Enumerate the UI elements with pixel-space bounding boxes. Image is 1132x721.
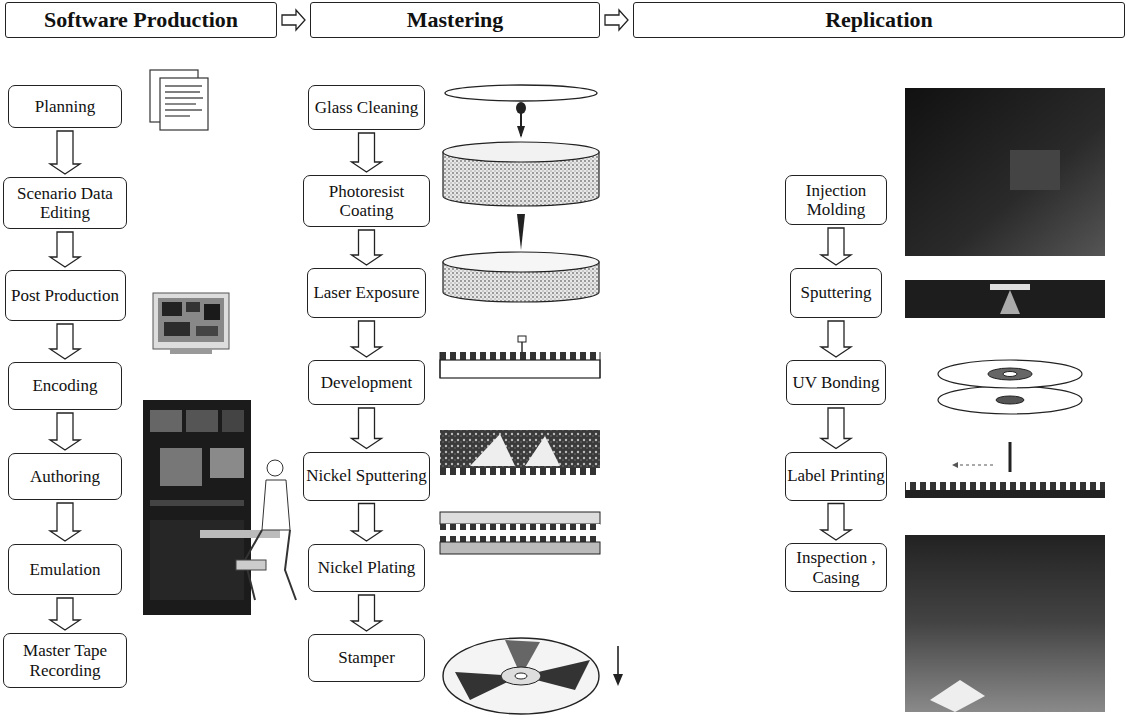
process-box: Injection Molding bbox=[785, 175, 887, 225]
step-text: Stamper bbox=[338, 648, 395, 667]
flow-arrow bbox=[352, 230, 382, 265]
process-box: Emulation bbox=[8, 544, 122, 595]
flow-arrow bbox=[352, 133, 382, 172]
process-box: Inspection , Casing bbox=[785, 543, 887, 592]
injection-photo bbox=[905, 88, 1105, 256]
flow-arrow bbox=[352, 504, 382, 542]
stage-header: Software Production bbox=[5, 2, 277, 38]
label-printer bbox=[905, 442, 1105, 498]
step-text: Nickel Plating bbox=[318, 558, 416, 577]
header-text: Software Production bbox=[44, 8, 238, 33]
editing-screen bbox=[153, 293, 229, 354]
flow-arrow bbox=[50, 232, 80, 267]
flow-arrow bbox=[50, 598, 80, 630]
nickel-plating-layers bbox=[440, 512, 600, 554]
flow-arrow bbox=[282, 10, 305, 30]
process-box: Master Tape Recording bbox=[3, 633, 127, 688]
process-box: Planning bbox=[8, 85, 122, 128]
glass-disc bbox=[445, 85, 597, 101]
step-text: Injection Molding bbox=[786, 181, 886, 219]
step-text: Emulation bbox=[30, 560, 101, 579]
flow-arrow bbox=[50, 324, 80, 359]
bonded-discs bbox=[938, 360, 1082, 414]
process-box: Glass Cleaning bbox=[308, 85, 425, 130]
flow-arrow bbox=[50, 131, 80, 174]
flow-arrow bbox=[821, 504, 851, 541]
flow-arrow bbox=[50, 503, 80, 541]
step-text: Nickel Sputtering bbox=[306, 466, 426, 485]
process-box: Authoring bbox=[8, 453, 122, 500]
authoring-workstation bbox=[143, 400, 296, 615]
process-box: Scenario Data Editing bbox=[3, 177, 127, 229]
step-text: UV Bonding bbox=[792, 373, 879, 392]
flow-arrow bbox=[352, 408, 382, 449]
step-text: Authoring bbox=[30, 467, 100, 486]
process-box: Stamper bbox=[308, 634, 425, 682]
step-text: Post Production bbox=[11, 286, 119, 305]
step-text: Development bbox=[321, 373, 413, 392]
process-box: Sputtering bbox=[790, 268, 882, 318]
stage-header: Mastering bbox=[310, 2, 600, 38]
step-text: Master Tape Recording bbox=[4, 641, 126, 679]
flow-arrow bbox=[821, 321, 851, 357]
step-text: Encoding bbox=[32, 376, 97, 395]
step-text: Label Printing bbox=[787, 466, 885, 485]
step-text: Glass Cleaning bbox=[315, 98, 418, 117]
nickel-sputter-image bbox=[440, 430, 600, 475]
step-text: Photoresist Coating bbox=[304, 182, 429, 220]
step-text: Laser Exposure bbox=[313, 283, 419, 302]
flow-arrow bbox=[821, 228, 851, 265]
step-text: Scenario Data Editing bbox=[4, 184, 126, 222]
process-box: Nickel Plating bbox=[308, 544, 425, 592]
flow-arrow bbox=[50, 413, 80, 450]
process-box: Nickel Sputtering bbox=[303, 452, 430, 501]
process-box: UV Bonding bbox=[786, 360, 886, 405]
header-text: Replication bbox=[825, 8, 933, 33]
flow-arrow bbox=[352, 321, 382, 357]
stamper-disc bbox=[443, 638, 599, 714]
process-box: Development bbox=[308, 360, 425, 405]
photoresist-disc bbox=[443, 102, 599, 206]
process-box: Label Printing bbox=[785, 452, 887, 501]
flow-arrow bbox=[613, 646, 623, 686]
inspection-photo bbox=[905, 535, 1105, 712]
laser-disc bbox=[443, 214, 599, 302]
process-box: Encoding bbox=[8, 362, 122, 410]
process-box: Photoresist Coating bbox=[303, 175, 430, 227]
stage-header: Replication bbox=[633, 2, 1125, 38]
flow-arrow bbox=[352, 595, 382, 631]
flow-arrow bbox=[605, 10, 628, 30]
header-text: Mastering bbox=[407, 8, 504, 33]
flow-arrow bbox=[821, 408, 851, 449]
process-box: Post Production bbox=[5, 270, 126, 321]
step-text: Planning bbox=[35, 97, 95, 116]
step-text: Sputtering bbox=[801, 283, 872, 302]
sputter-photo bbox=[905, 280, 1105, 318]
process-box: Laser Exposure bbox=[307, 268, 426, 318]
step-text: Inspection , Casing bbox=[786, 548, 886, 586]
document-icon bbox=[150, 70, 208, 130]
development-profile bbox=[440, 336, 600, 378]
